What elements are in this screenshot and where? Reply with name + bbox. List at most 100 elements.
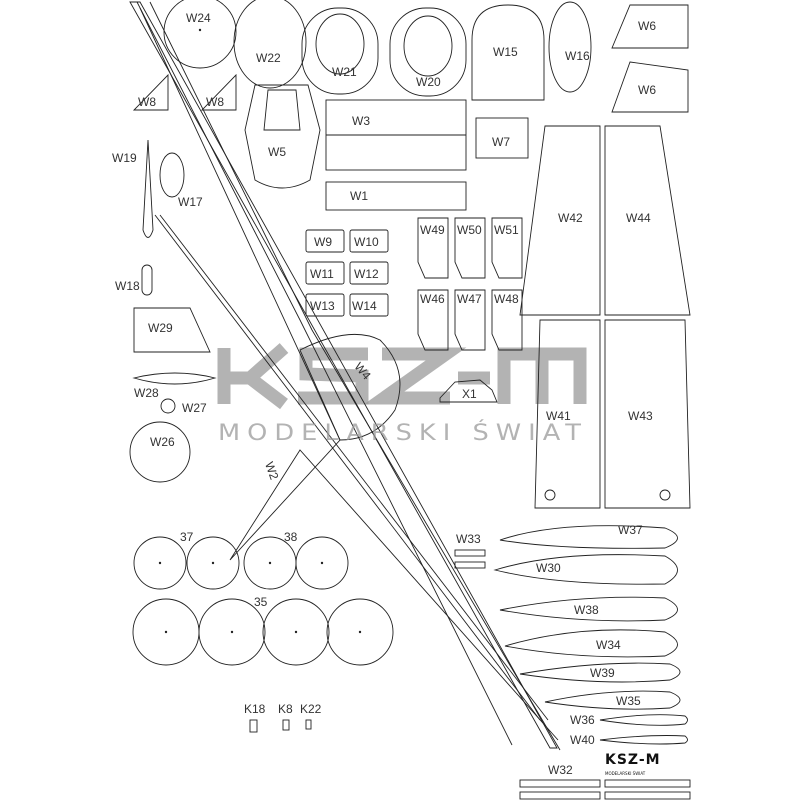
svg-text:W41: W41 [546, 409, 571, 423]
airfoil-w39: W39 [519, 662, 681, 683]
svg-text:W37: W37 [618, 523, 643, 537]
part-w46: W46 [417, 289, 449, 351]
svg-text:W26: W26 [150, 435, 175, 449]
svg-text:W20: W20 [416, 75, 441, 89]
svg-text:W8: W8 [206, 95, 224, 109]
part-x1: X1 [439, 379, 498, 403]
svg-text:W19: W19 [112, 151, 137, 165]
part-w43: W43 [604, 319, 691, 509]
part-w5: W5 [244, 84, 321, 189]
svg-text:37: 37 [180, 530, 194, 544]
svg-text:W38: W38 [574, 603, 599, 617]
watermark-logo-graphic [217, 343, 587, 410]
airfoil-w40: W40 [570, 733, 688, 747]
svg-text:W29: W29 [148, 321, 173, 335]
svg-text:W22: W22 [256, 51, 281, 65]
svg-text:KSZ-M: KSZ-M [605, 752, 661, 768]
svg-text:MODELARSKI ŚWIAT: MODELARSKI ŚWIAT [218, 420, 588, 446]
svg-text:W34: W34 [596, 638, 621, 652]
svg-text:W6: W6 [638, 19, 656, 33]
svg-text:W40: W40 [570, 733, 595, 747]
svg-text:W3: W3 [352, 114, 370, 128]
svg-text:W43: W43 [628, 409, 653, 423]
part-w22: W22 [233, 0, 307, 89]
svg-text:W5: W5 [268, 145, 286, 159]
part-w41: W41 [534, 319, 601, 509]
svg-text:38: 38 [284, 530, 298, 544]
svg-text:W50: W50 [457, 223, 482, 237]
svg-text:W48: W48 [494, 292, 519, 306]
svg-text:W1: W1 [350, 189, 368, 203]
svg-text:X1: X1 [462, 387, 477, 401]
svg-text:W30: W30 [536, 561, 561, 575]
part-w47: W47 [454, 289, 486, 351]
part-w48: W48 [491, 289, 523, 351]
discs-35: 35 [132, 595, 394, 666]
part-w12: W12 [349, 261, 389, 285]
svg-text:W8: W8 [138, 95, 156, 109]
svg-text:MODELARSKI ŚWIAT: MODELARSKI ŚWIAT [605, 771, 646, 776]
svg-text:W47: W47 [457, 292, 482, 306]
part-w16: W16 [548, 1, 592, 93]
svg-text:W16: W16 [565, 49, 590, 63]
svg-text:W27: W27 [182, 401, 207, 415]
svg-text:35: 35 [254, 595, 268, 609]
parts-k: K18 K8 K22 [244, 702, 322, 733]
footer-logo: KSZ-M MODELARSKI ŚWIAT [605, 752, 661, 776]
svg-text:W32: W32 [548, 763, 573, 777]
svg-text:W18: W18 [115, 279, 140, 293]
svg-text:W33: W33 [456, 532, 481, 546]
svg-text:W39: W39 [590, 666, 615, 680]
svg-text:W51: W51 [494, 223, 519, 237]
part-w18: W18 [115, 264, 153, 296]
part-w9: W9 [305, 229, 345, 253]
part-w24: W24 [163, 0, 237, 69]
part-w8-b: W8 [200, 73, 237, 111]
airfoil-w35: W35 [544, 690, 681, 710]
part-w27: W27 [160, 398, 207, 415]
svg-text:W28: W28 [134, 386, 159, 400]
discs-37-38: 37 38 [133, 530, 349, 590]
part-w19: W19 [112, 139, 154, 238]
svg-text:W11: W11 [310, 267, 334, 281]
airfoil-w36: W36 [570, 713, 688, 727]
part-w10: W10 [349, 229, 389, 253]
svg-text:W42: W42 [558, 211, 583, 225]
part-w50: W50 [454, 217, 486, 279]
part-w14: W14 [349, 293, 389, 317]
part-w28: W28 [132, 372, 217, 400]
svg-text:W46: W46 [420, 292, 445, 306]
svg-text:W49: W49 [420, 223, 445, 237]
svg-text:W9: W9 [314, 235, 332, 249]
part-w49: W49 [417, 217, 449, 279]
svg-text:W15: W15 [493, 45, 518, 59]
part-w20: W20 [389, 7, 467, 97]
watermark: MODELARSKI ŚWIAT [218, 420, 588, 446]
airfoil-w37: W37 [499, 523, 678, 549]
svg-text:K8: K8 [278, 702, 293, 716]
part-w7: W7 [475, 117, 529, 159]
svg-text:W12: W12 [354, 267, 379, 281]
airfoil-w38: W38 [499, 596, 678, 622]
part-w33: W33 [454, 532, 486, 569]
part-w44: W44 [604, 125, 691, 316]
airfoil-w30: W30 [493, 554, 678, 585]
part-w6-a: W6 [611, 4, 689, 49]
svg-text:W7: W7 [492, 135, 510, 149]
part-w21: W21 [301, 7, 379, 95]
part-w8-a: W8 [132, 73, 169, 111]
svg-text:W21: W21 [332, 65, 357, 79]
part-w6-b: W6 [611, 61, 689, 113]
svg-text:W2: W2 [262, 460, 281, 482]
svg-text:W13: W13 [310, 299, 335, 313]
part-w1: W1 [325, 181, 467, 211]
part-w51: W51 [491, 217, 523, 279]
part-w42: W42 [519, 125, 601, 316]
part-w2: W2 [262, 460, 281, 482]
wing-spars [129, 1, 561, 751]
svg-text:K22: K22 [300, 702, 322, 716]
part-w13: W13 [305, 293, 345, 317]
part-w29: W29 [133, 307, 211, 353]
